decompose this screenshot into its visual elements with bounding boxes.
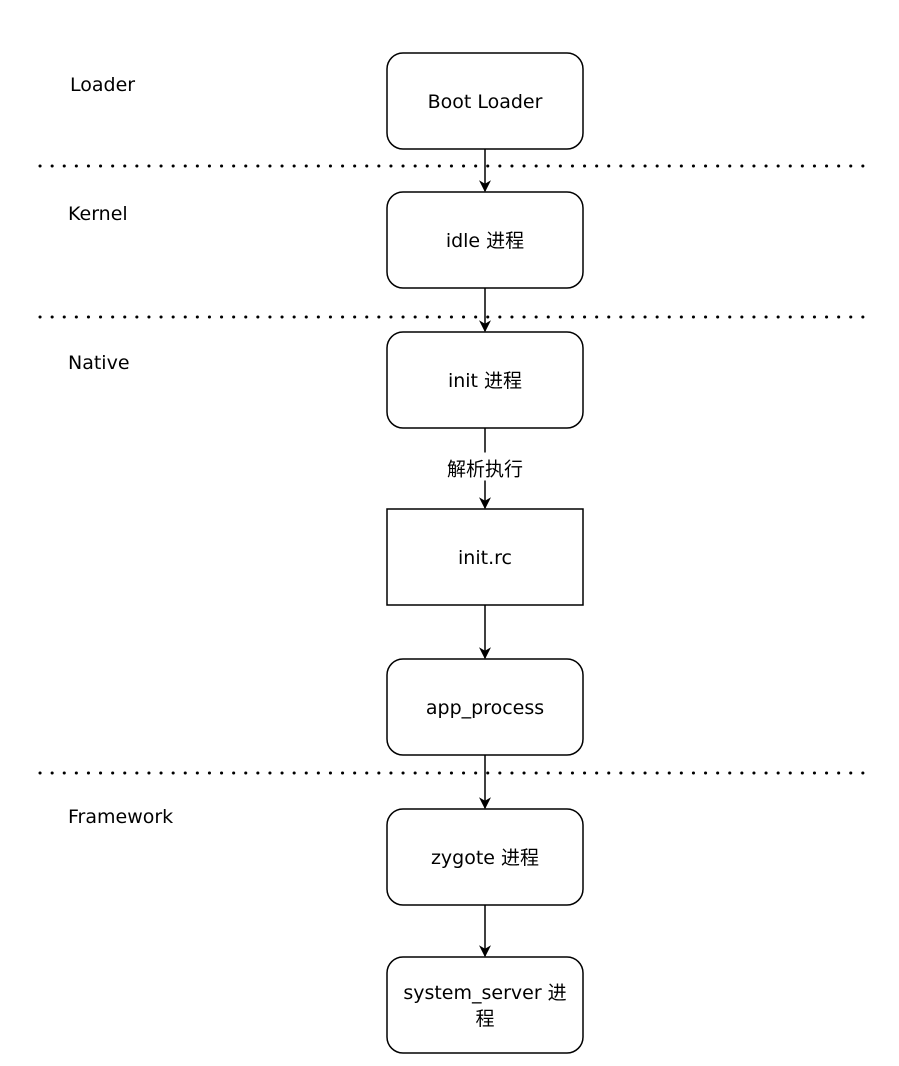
node-system-server: system_server 进程	[386, 956, 584, 1054]
node-box	[386, 508, 584, 606]
node-box	[386, 808, 584, 906]
node-box	[386, 331, 584, 429]
node-box	[386, 52, 584, 150]
node-box	[386, 956, 584, 1054]
edge-label: 解析执行	[447, 459, 523, 481]
node-boot-loader: Boot Loader	[386, 52, 584, 150]
node-init-rc: init.rc	[386, 508, 584, 606]
layer-label-kernel: Kernel	[68, 203, 128, 225]
node-idle: idle 进程	[386, 191, 584, 289]
edge-label-bg	[437, 452, 533, 481]
layer-label-framework: Framework	[68, 806, 173, 828]
node-label: app_process	[426, 697, 544, 719]
node-label: init 进程	[448, 370, 522, 392]
node-init: init 进程	[386, 331, 584, 429]
layer-label-loader: Loader	[70, 74, 135, 96]
node-app-process: app_process	[386, 658, 584, 756]
node-label: Boot Loader	[428, 91, 543, 113]
node-label: init.rc	[458, 547, 512, 569]
node-zygote: zygote 进程	[386, 808, 584, 906]
node-box	[386, 191, 584, 289]
node-label: 程	[475, 1008, 494, 1030]
layer-label-native: Native	[68, 352, 130, 374]
node-label: system_server 进	[403, 982, 566, 1004]
node-label: zygote 进程	[431, 847, 539, 869]
node-label: idle 进程	[446, 230, 524, 252]
node-box	[386, 658, 584, 756]
